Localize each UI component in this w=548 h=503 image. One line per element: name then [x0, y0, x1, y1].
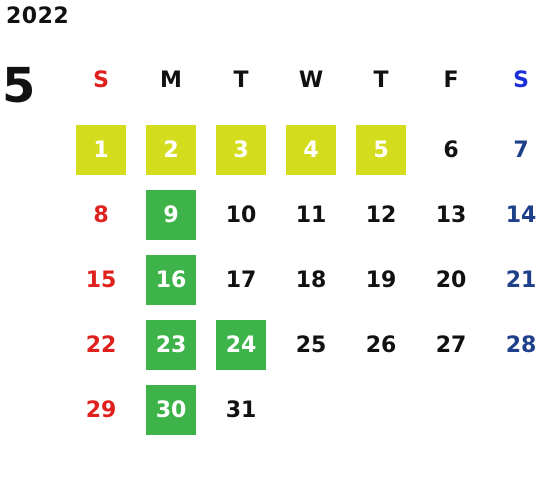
day-cell-1[interactable]: 1 — [76, 125, 126, 175]
weekday-header: T — [373, 68, 389, 93]
day-cell-9[interactable]: 9 — [146, 190, 196, 240]
day-cell-13[interactable]: 13 — [435, 202, 467, 228]
day-cell-22[interactable]: 22 — [85, 332, 117, 358]
day-cell-4[interactable]: 4 — [286, 125, 336, 175]
day-cell-29[interactable]: 29 — [85, 397, 117, 423]
weekday-header: S — [513, 68, 529, 93]
day-cell-27[interactable]: 27 — [435, 332, 467, 358]
day-cell-26[interactable]: 26 — [365, 332, 397, 358]
day-cell-6[interactable]: 6 — [443, 137, 459, 163]
day-cell-19[interactable]: 19 — [365, 267, 397, 293]
day-cell-3[interactable]: 3 — [216, 125, 266, 175]
year-label: 2022 — [6, 4, 70, 29]
day-cell-12[interactable]: 12 — [365, 202, 397, 228]
day-cell-7[interactable]: 7 — [513, 137, 529, 163]
month-number: 5 — [2, 58, 36, 114]
day-cell-28[interactable]: 28 — [505, 332, 537, 358]
day-cell-2[interactable]: 2 — [146, 125, 196, 175]
day-cell-8[interactable]: 8 — [93, 202, 109, 228]
weekday-header: F — [443, 68, 459, 93]
weekday-header: W — [298, 68, 324, 93]
day-cell-20[interactable]: 20 — [435, 267, 467, 293]
day-cell-21[interactable]: 21 — [505, 267, 537, 293]
day-cell-24[interactable]: 24 — [216, 320, 266, 370]
day-cell-18[interactable]: 18 — [295, 267, 327, 293]
day-cell-10[interactable]: 10 — [225, 202, 257, 228]
day-cell-14[interactable]: 14 — [505, 202, 537, 228]
day-cell-25[interactable]: 25 — [295, 332, 327, 358]
weekday-header: S — [93, 68, 109, 93]
day-cell-5[interactable]: 5 — [356, 125, 406, 175]
day-cell-17[interactable]: 17 — [225, 267, 257, 293]
day-cell-23[interactable]: 23 — [146, 320, 196, 370]
day-cell-31[interactable]: 31 — [225, 397, 257, 423]
day-cell-30[interactable]: 30 — [146, 385, 196, 435]
day-cell-11[interactable]: 11 — [295, 202, 327, 228]
weekday-header: M — [160, 68, 182, 93]
weekday-header: T — [233, 68, 249, 93]
day-cell-16[interactable]: 16 — [146, 255, 196, 305]
day-cell-15[interactable]: 15 — [85, 267, 117, 293]
